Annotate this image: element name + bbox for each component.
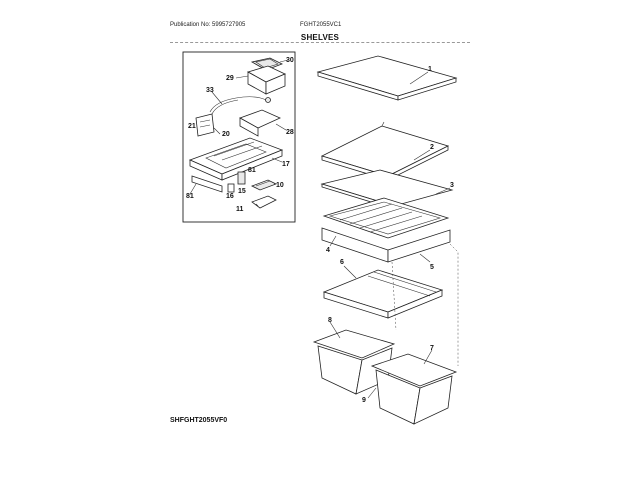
callout-20: 20 bbox=[222, 131, 230, 138]
callout-5: 5 bbox=[430, 264, 434, 271]
part-7-crisper-drawer bbox=[370, 353, 458, 425]
publication-number: Publication No: 5995727905 bbox=[170, 22, 246, 28]
callout-16: 16 bbox=[226, 193, 234, 200]
callout-1: 1 bbox=[428, 66, 432, 73]
part-8-crisper-drawer bbox=[312, 329, 396, 395]
callout-3: 3 bbox=[450, 182, 454, 189]
part-81-lower-tray bbox=[191, 175, 223, 193]
callout-28: 28 bbox=[286, 129, 294, 136]
callout-8: 8 bbox=[328, 317, 332, 324]
callout-10: 10 bbox=[276, 182, 284, 189]
part-28-damper bbox=[239, 109, 281, 137]
callout-6: 6 bbox=[340, 259, 344, 266]
drawing-code: SHFGHT2055VF0 bbox=[170, 417, 228, 424]
callout-17: 17 bbox=[282, 161, 290, 168]
callout-9: 9 bbox=[362, 397, 366, 404]
callout-2: 2 bbox=[430, 144, 434, 151]
part-6-crisper-cover bbox=[322, 269, 444, 319]
header-rule bbox=[170, 42, 470, 43]
callout-30: 30 bbox=[286, 57, 294, 64]
callout-11: 11 bbox=[236, 206, 244, 213]
part-16-clip bbox=[227, 183, 235, 193]
part-10-socket bbox=[251, 179, 277, 191]
inset-panel bbox=[182, 51, 296, 223]
model-number: FGHT2055VC1 bbox=[300, 22, 342, 28]
leader-lines bbox=[189, 59, 459, 399]
callout-4: 4 bbox=[326, 247, 330, 254]
callout-29: 29 bbox=[226, 75, 234, 82]
part-30-cover bbox=[250, 57, 283, 71]
part-21-control bbox=[195, 113, 215, 137]
part-1-top-shelf bbox=[316, 55, 458, 101]
part-17-tray bbox=[188, 137, 284, 181]
callout-15: 15 bbox=[238, 188, 246, 195]
part-11-light-cover bbox=[251, 195, 277, 209]
part-15-sensor bbox=[237, 171, 246, 185]
callout-81-lower: 81 bbox=[186, 193, 194, 200]
callout-7: 7 bbox=[430, 345, 434, 352]
part-4-crisper-frame bbox=[322, 197, 450, 239]
callout-81-upper: 81 bbox=[248, 167, 256, 174]
callout-21: 21 bbox=[188, 123, 196, 130]
section-title: SHELVES bbox=[300, 33, 340, 42]
part-5-crisper-support bbox=[321, 227, 451, 263]
part-33-wire-harness bbox=[209, 96, 271, 115]
part-29-housing bbox=[246, 65, 286, 95]
callout-33: 33 bbox=[206, 87, 214, 94]
